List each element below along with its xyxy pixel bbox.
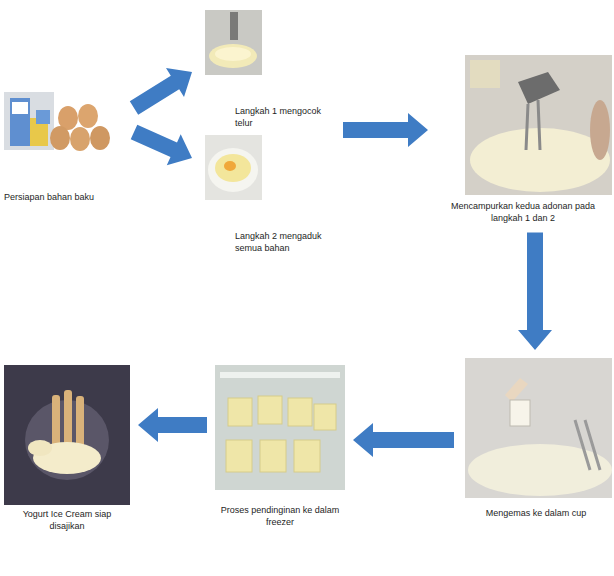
photo-step-box: Yogurt Ice Cream siap disajikan bbox=[4, 365, 130, 532]
mixing-photo bbox=[465, 55, 612, 195]
flow-arrow bbox=[138, 408, 207, 442]
step-caption: Langkah 2 mengaduk semua bahan bbox=[235, 231, 335, 254]
photo-step-box: Mencampurkan kedua adonan pada langkah 1… bbox=[436, 55, 610, 224]
flow-arrow bbox=[343, 113, 428, 147]
packing-photo bbox=[465, 358, 612, 498]
step-two-photo bbox=[205, 135, 262, 200]
step-caption: Langkah 1 mengocok telur bbox=[235, 106, 335, 129]
flow-arrow bbox=[131, 125, 192, 166]
flow-arrow bbox=[518, 232, 552, 350]
step-caption: Proses pendinginan ke dalam freezer bbox=[215, 505, 345, 528]
serving-photo bbox=[4, 365, 130, 505]
photo-step-box: Mengemas ke dalam cup bbox=[462, 358, 610, 520]
photo-step-box: Langkah 1 mengocok telur bbox=[200, 10, 335, 129]
flow-arrow bbox=[353, 423, 454, 457]
step-caption: Persiapan bahan baku bbox=[4, 192, 126, 204]
step-caption: Mencampurkan kedua adonan pada langkah 1… bbox=[436, 201, 610, 224]
photo-step-box: Persiapan bahan baku bbox=[4, 92, 126, 204]
step-caption: Yogurt Ice Cream siap disajikan bbox=[4, 509, 130, 532]
step-caption: Mengemas ke dalam cup bbox=[462, 508, 610, 520]
flow-arrow bbox=[130, 68, 192, 115]
freezer-photo bbox=[215, 365, 345, 490]
step-one-photo bbox=[205, 10, 262, 75]
photo-step-box: Langkah 2 mengaduk semua bahan bbox=[200, 135, 335, 254]
raw-materials-photo bbox=[4, 92, 110, 151]
photo-step-box: Proses pendinginan ke dalam freezer bbox=[215, 365, 345, 528]
